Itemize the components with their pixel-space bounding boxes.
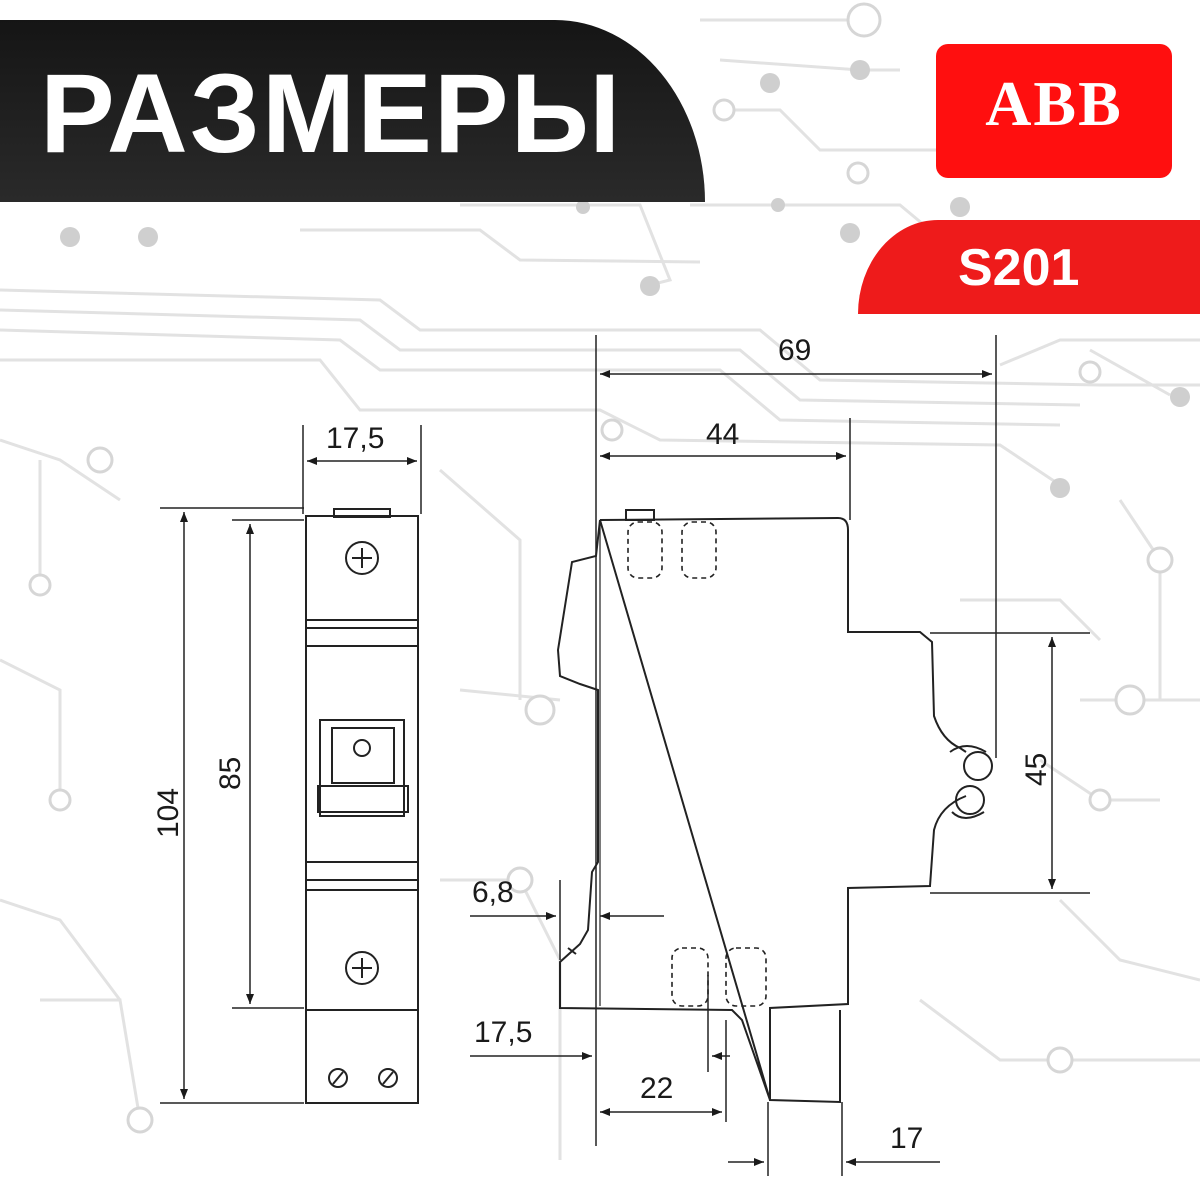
side-depth-body-label: 44 <box>706 418 739 451</box>
front-height-inner-label: 85 <box>214 757 247 790</box>
model-name: S201 <box>958 239 1080 297</box>
title-banner: РАЗМЕРЫ <box>0 20 705 202</box>
brand-logo: ABB <box>936 44 1172 178</box>
side-depth-total-label: 69 <box>778 334 811 367</box>
side-terminal-clamp <box>949 745 993 819</box>
terminal-screw-top <box>345 541 379 575</box>
side-body-outline <box>556 516 967 1104</box>
terminal-screw-bottom <box>345 951 379 985</box>
side-terminal-height-label: 45 <box>1020 753 1053 786</box>
side-rail-half-label: 17,5 <box>474 1016 532 1049</box>
brand-logo-text: ABB <box>985 68 1123 139</box>
label-screws <box>328 1068 398 1088</box>
front-body-outline <box>305 515 419 1104</box>
side-bottom-depth-label: 22 <box>640 1072 673 1105</box>
side-offset-small-label: 6,8 <box>472 876 514 909</box>
front-height-total-label: 104 <box>152 788 185 838</box>
toggle-lever <box>319 719 405 817</box>
side-view <box>470 335 1090 1176</box>
model-badge: S201 <box>858 220 1200 314</box>
front-view <box>160 425 422 1104</box>
page-title: РАЗМЕРЫ <box>40 51 623 176</box>
side-clip-depth-label: 17 <box>890 1122 923 1155</box>
front-width-label: 17,5 <box>326 422 384 455</box>
hidden-terminals <box>627 521 767 1007</box>
